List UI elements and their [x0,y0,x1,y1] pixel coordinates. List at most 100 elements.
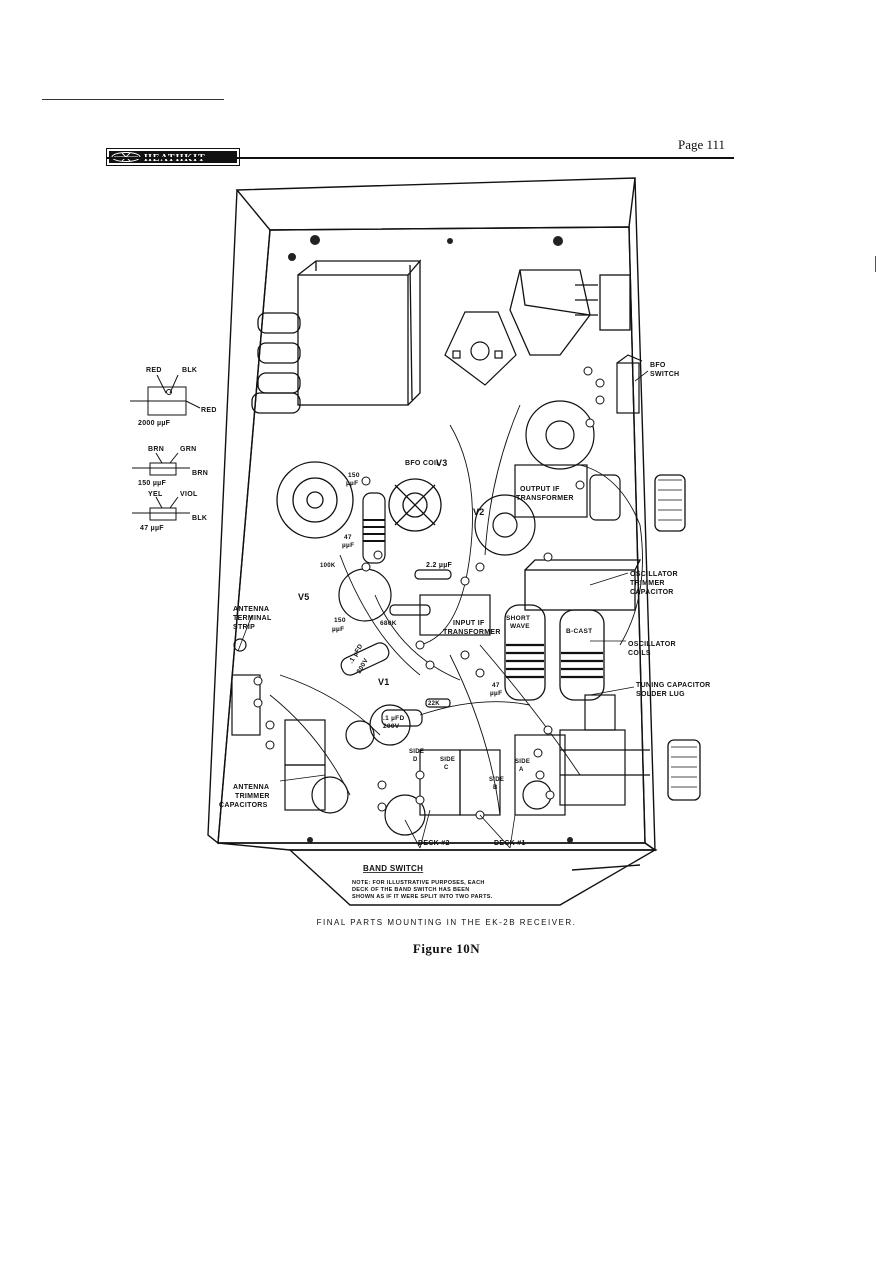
callout-osc-trim-2: TRIMMER [630,580,665,587]
tuning-knob-upper [654,474,686,532]
legend-cap3-lead-a: YEL [148,491,163,498]
label-c22: 2.2 µµF [426,562,453,569]
label-c150b-1: 150 [334,617,346,624]
chassis-left-side [207,189,271,845]
label-r100k: 100K [320,563,336,569]
chassis-back-edge [235,177,636,231]
scan-top-rule [42,99,224,100]
label-side-d-1: SIDE [409,749,424,755]
note-line-1: NOTE: FOR ILLUSTRATIVE PURPOSES, EACH [352,880,485,886]
oscillator-coil-bc [559,609,605,701]
v5-socket [338,568,392,622]
legend-cap2-lead-c: BRN [192,470,208,477]
front-panel [288,849,658,906]
callout-ant-trim-3: CAPACITORS [219,802,268,809]
legend-cap-47 [132,496,190,521]
legend-cap3-value: 47 µµF [140,525,164,532]
label-short-1: SHORT [506,615,530,622]
callout-deck1: DECK #1 [494,840,526,847]
header-rule [106,157,734,159]
coil-small [362,492,386,564]
oscillator-trimmer [524,559,642,611]
callout-output-if-1: OUTPUT IF [520,486,560,493]
label-v3: V3 [436,458,448,468]
label-side-b-1: SIDE [489,777,504,783]
callout-deck2: DECK #2 [418,840,450,847]
callout-ant-strip-1: ANTENNA [233,606,269,613]
note-line-2: DECK OF THE BAND SWITCH HAS BEEN [352,887,469,893]
callout-bfo-coil: BFO COIL [405,460,441,467]
legend-cap3-lead-c: BLK [192,515,207,522]
figure-number: Figure 10N [412,941,481,956]
screw [288,253,296,261]
screw [567,837,573,843]
antenna-terminal-strip [231,638,261,736]
legend-cap1-lead-c: RED [201,407,217,414]
figure-caption: FINAL PARTS MOUNTING IN THE EK-2B RECEIV… [316,918,577,927]
label-bcast: B-CAST [566,628,592,635]
callout-tuning-2: SOLDER LUG [636,691,685,698]
bfo-switch [616,354,643,414]
label-c47-2: µµF [342,542,354,549]
label-v2: V2 [473,507,485,517]
label-c1ufd-2: 200V [356,657,370,675]
legend-cap-2000 [130,374,201,416]
legend-cap1-lead-b: BLK [182,367,197,374]
label-c150-2: µµF [346,480,358,487]
callout-bfo-switch-1: BFO [650,362,666,369]
label-c47-1: 47 [344,534,352,541]
label-side-c-2: C [444,765,449,771]
label-c47b-2: µµF [490,690,502,697]
label-side-d-2: D [413,757,418,763]
legend-cap-150 [132,452,190,476]
callout-ant-strip-3: STRIP [233,624,255,631]
input-if-transformer [419,594,491,636]
callout-osc-coils-2: COILS [628,650,651,657]
screw [307,837,313,843]
v3-socket [525,400,595,470]
callout-osc-coils-1: OSCILLATOR [628,641,676,648]
resistor-680k [389,604,431,616]
callout-output-if-2: TRANSFORMER [516,495,574,502]
chassis-figure: BFO SWITCH BFO COIL OUTPUT IF TRANSFORME… [130,177,711,906]
label-c1ufd2-2: 200V [383,723,400,730]
callout-bfo-switch-2: SWITCH [650,371,679,378]
label-side-b-2: B [493,785,498,791]
callout-ant-trim-1: ANTENNA [233,784,269,791]
antenna-trimmers [284,719,326,811]
v5-tube-socket [276,461,354,539]
label-c47b-1: 47 [492,682,500,689]
v2-socket [474,494,536,556]
legend-cap2-lead-b: GRN [180,446,196,453]
legend-cap2-lead-a: BRN [148,446,164,453]
legend-cap2-value: 150 µµF [138,480,166,487]
label-r680k: 680K [380,620,397,627]
callout-input-if-1: INPUT IF [453,620,485,627]
tuning-knob-lower [667,739,701,801]
capacitor-1ufd-a [340,642,390,676]
resistor-22k [425,698,451,708]
legend-cap1-value: 2000 µµF [138,420,171,427]
screw [553,236,563,246]
label-v1: V1 [378,677,390,687]
power-transformer [251,259,422,414]
note-line-3: SHOWN AS IF IT WERE SPLIT INTO TWO PARTS… [352,894,493,900]
scan-edge-mark [875,256,876,272]
label-side-a-1: SIDE [515,759,530,765]
tube-socket-top [444,311,517,386]
callout-tuning-1: TUNING CAPACITOR [636,682,711,689]
tuning-capacitor [559,694,650,806]
legend-cap3-lead-b: VIOL [180,491,198,498]
page-number: Page 111 [678,137,726,152]
capacitor-2-2 [414,569,452,580]
label-v5: V5 [298,592,310,602]
label-side-c-1: SIDE [440,757,455,763]
callout-ant-strip-2: TERMINAL [233,615,272,622]
label-r22k: 22K [428,701,440,707]
callout-osc-trim-3: CAPACITOR [630,589,674,596]
screw [447,238,453,244]
label-short-2: WAVE [510,623,530,630]
label-side-a-2: A [519,767,524,773]
output-if-transformer [514,464,588,518]
label-c150-1: 150 [348,472,360,479]
